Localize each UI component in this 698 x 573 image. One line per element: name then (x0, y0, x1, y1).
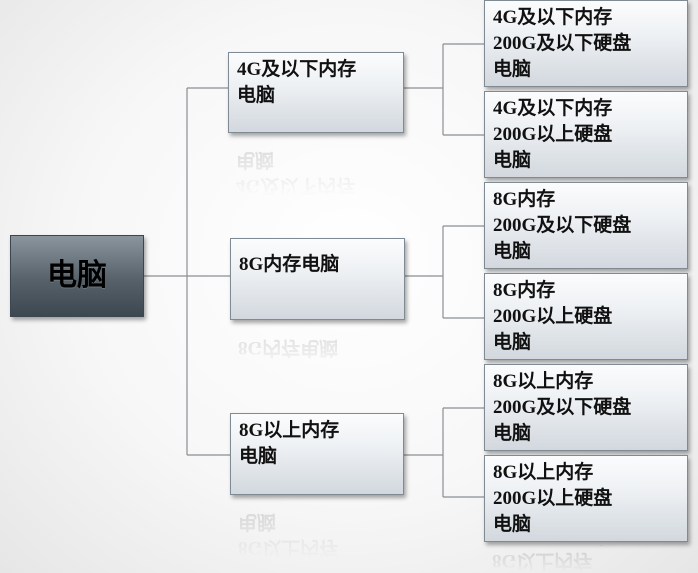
level1-node-2-reflection: 8G以上内存 电脑 (238, 511, 339, 558)
level1-node-0-reflection: 4G及以下内存 电脑 (236, 149, 356, 196)
level1-node-1: 8G内存电脑 (230, 238, 405, 320)
level2-node-1: 4G及以下内存 200G以上硬盘 电脑 (484, 91, 688, 178)
level2-node-4: 8G以上内存 200G及以下硬盘 电脑 (484, 364, 688, 451)
level2-node-3: 8G内存 200G以上硬盘 电脑 (484, 273, 688, 360)
level1-node-1-reflection: 8G内存电脑 (238, 337, 339, 358)
level1-node-0: 4G及以下内存 电脑 (228, 52, 404, 133)
level2-node-0: 4G及以下内存 200G及以下硬盘 电脑 (484, 0, 688, 87)
level1-node-2: 8G以上内存 电脑 (230, 413, 404, 495)
level2-node-2: 8G内存 200G及以下硬盘 电脑 (484, 182, 688, 269)
level2-node-5: 8G以上内存 200G以上硬盘 电脑 (484, 455, 688, 542)
root-node: 电脑 (10, 235, 144, 317)
level2-node-5-reflection: 8G以上内存 200G以上硬盘 电脑 (492, 550, 593, 571)
